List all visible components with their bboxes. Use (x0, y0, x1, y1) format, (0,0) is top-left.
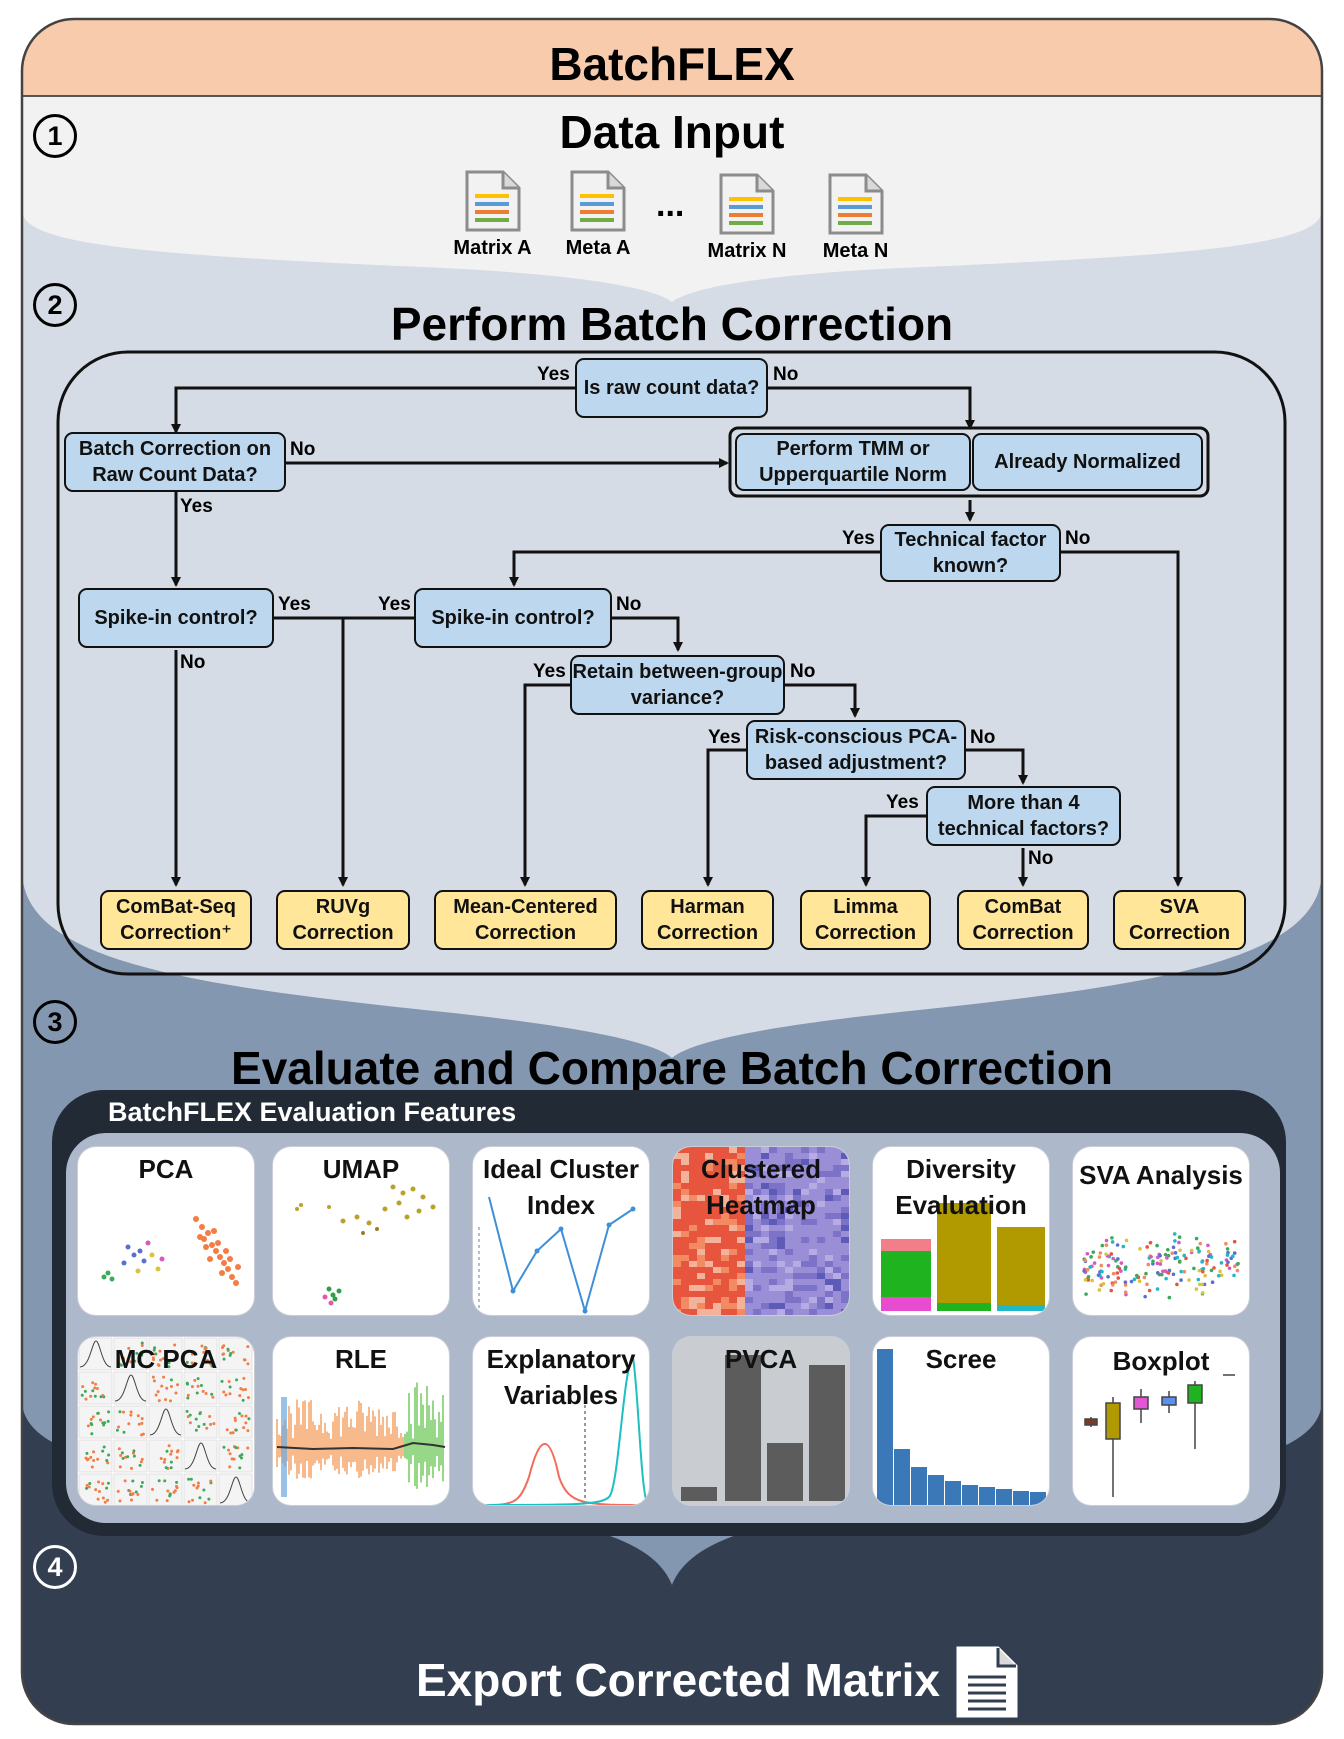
input-ellipsis: ... (656, 186, 685, 224)
feature-title: UMAP (322, 1154, 400, 1184)
evaluation-header: BatchFLEX Evaluation Features (108, 1097, 517, 1127)
feature-card-pvca: PVCA (673, 1337, 849, 1505)
step-4-number: 4 (33, 1545, 77, 1589)
decision-raw-count: Is raw count data? (575, 358, 768, 418)
process-tmm-norm: Perform TMM or Upperquartile Norm (735, 433, 971, 491)
input-file-label: Meta A (565, 237, 631, 259)
edge-label-no: No (1028, 848, 1054, 869)
normalization-group-frame (728, 426, 1210, 498)
edge-label-yes: Yes (886, 792, 919, 813)
feature-title: PCA (138, 1154, 194, 1184)
edge-label-yes: Yes (842, 528, 875, 549)
feature-card-clustered-heatmap: Clustered Heatmap (673, 1147, 849, 1315)
decision-spike-in-mid: Spike-in control? (414, 588, 612, 648)
feature-title: PVCA (724, 1344, 798, 1374)
document-lines-icon (956, 1646, 1018, 1718)
decision-technical-factor: Technical factor known? (880, 524, 1061, 582)
feature-title: Scree (925, 1344, 997, 1374)
feature-title: Explanatory Variables (486, 1344, 636, 1410)
document-icon (465, 170, 520, 232)
edge-label-no: No (790, 661, 816, 682)
input-file-label: Meta N (822, 240, 889, 262)
document-icon (828, 173, 883, 235)
feature-card-sva-analysis: SVA Analysis (1073, 1147, 1249, 1315)
feature-card-boxplot: Boxplot (1073, 1337, 1249, 1505)
edge-label-no: No (773, 364, 799, 385)
step-2-title: Perform Batch Correction (390, 298, 954, 350)
result-sva: SVA Correction (1113, 890, 1246, 950)
step-2-number: 2 (33, 283, 77, 327)
step-3-title: Evaluate and Compare Batch Correction (231, 1042, 1113, 1094)
result-limma: Limma Correction (800, 890, 931, 950)
input-file-matrix-a: Matrix A (445, 170, 540, 260)
decision-batch-raw: Batch Correction on Raw Count Data? (64, 432, 286, 492)
input-file-meta-a: Meta A (553, 170, 643, 260)
heatmap-thumbnail (673, 1147, 849, 1315)
decision-retain-variance: Retain between-group variance? (570, 655, 785, 715)
sva-scatter-thumbnail (1082, 1232, 1240, 1300)
process-already-normalized: Already Normalized (972, 433, 1203, 491)
feature-card-scree: Scree (873, 1337, 1049, 1505)
decision-risk-conscious-pca: Risk-conscious PCA-based adjustment? (746, 720, 966, 780)
step-1-number: 1 (33, 114, 77, 158)
edge-label-no: No (290, 439, 316, 460)
result-mean-centered: Mean-Centered Correction (434, 890, 617, 950)
decision-spike-in-left: Spike-in control? (78, 588, 274, 648)
feature-title: MC PCA (114, 1344, 218, 1374)
feature-card-diversity: Diversity Evaluation (873, 1147, 1049, 1315)
edge-label-yes: Yes (378, 594, 411, 615)
flowchart-container (56, 350, 1287, 976)
step-1-title: Data Input (559, 106, 785, 158)
edge-label-no: No (616, 594, 642, 615)
result-harman: Harman Correction (641, 890, 774, 950)
feature-title: Clustered Heatmap (701, 1154, 821, 1220)
feature-title: Diversity Evaluation (895, 1154, 1027, 1220)
input-file-matrix-n: Matrix N (697, 173, 797, 263)
input-file-label: Matrix A (453, 237, 532, 259)
result-combat: ComBat Correction (957, 890, 1089, 950)
edge-label-yes: Yes (533, 661, 566, 682)
step-3-number: 3 (33, 1000, 77, 1044)
mc-pca-grid-thumbnail (78, 1337, 253, 1505)
result-combat-seq: ComBat-Seq Correction⁺ (100, 890, 252, 950)
app-title: BatchFLEX (549, 38, 795, 90)
feature-card-mc-pca: MC PCA (78, 1337, 254, 1505)
edge-label-yes: Yes (708, 727, 741, 748)
feature-card-pca: PCA (78, 1147, 254, 1315)
edge-label-no: No (1065, 528, 1091, 549)
rle-thumbnail (276, 1382, 446, 1497)
flowchart-connectors (56, 350, 1287, 976)
edge-label-no: No (970, 727, 996, 748)
edge-label-yes: Yes (180, 496, 213, 517)
feature-card-umap: UMAP (273, 1147, 449, 1315)
feature-title: SVA Analysis (1079, 1160, 1243, 1190)
title-band (22, 19, 1322, 96)
edge-label-yes: Yes (537, 364, 570, 385)
feature-card-explanatory: Explanatory Variables (473, 1337, 649, 1505)
document-icon (719, 173, 775, 235)
result-ruvg: RUVg Correction (276, 890, 410, 950)
step-4-title: Export Corrected Matrix (415, 1654, 940, 1706)
input-file-meta-n: Meta N (808, 173, 903, 263)
decision-more-than-4: More than 4 technical factors? (926, 786, 1121, 846)
feature-card-rle: RLE (273, 1337, 449, 1505)
edge-label-yes: Yes (278, 594, 311, 615)
edge-label-no: No (180, 652, 206, 673)
feature-title: Ideal Cluster Index (482, 1154, 640, 1220)
document-icon (570, 170, 626, 232)
feature-title: Boxplot (1112, 1346, 1210, 1376)
feature-title: RLE (335, 1344, 387, 1374)
feature-card-ideal-cluster: Ideal Cluster Index (473, 1147, 649, 1315)
input-file-label: Matrix N (707, 240, 787, 262)
